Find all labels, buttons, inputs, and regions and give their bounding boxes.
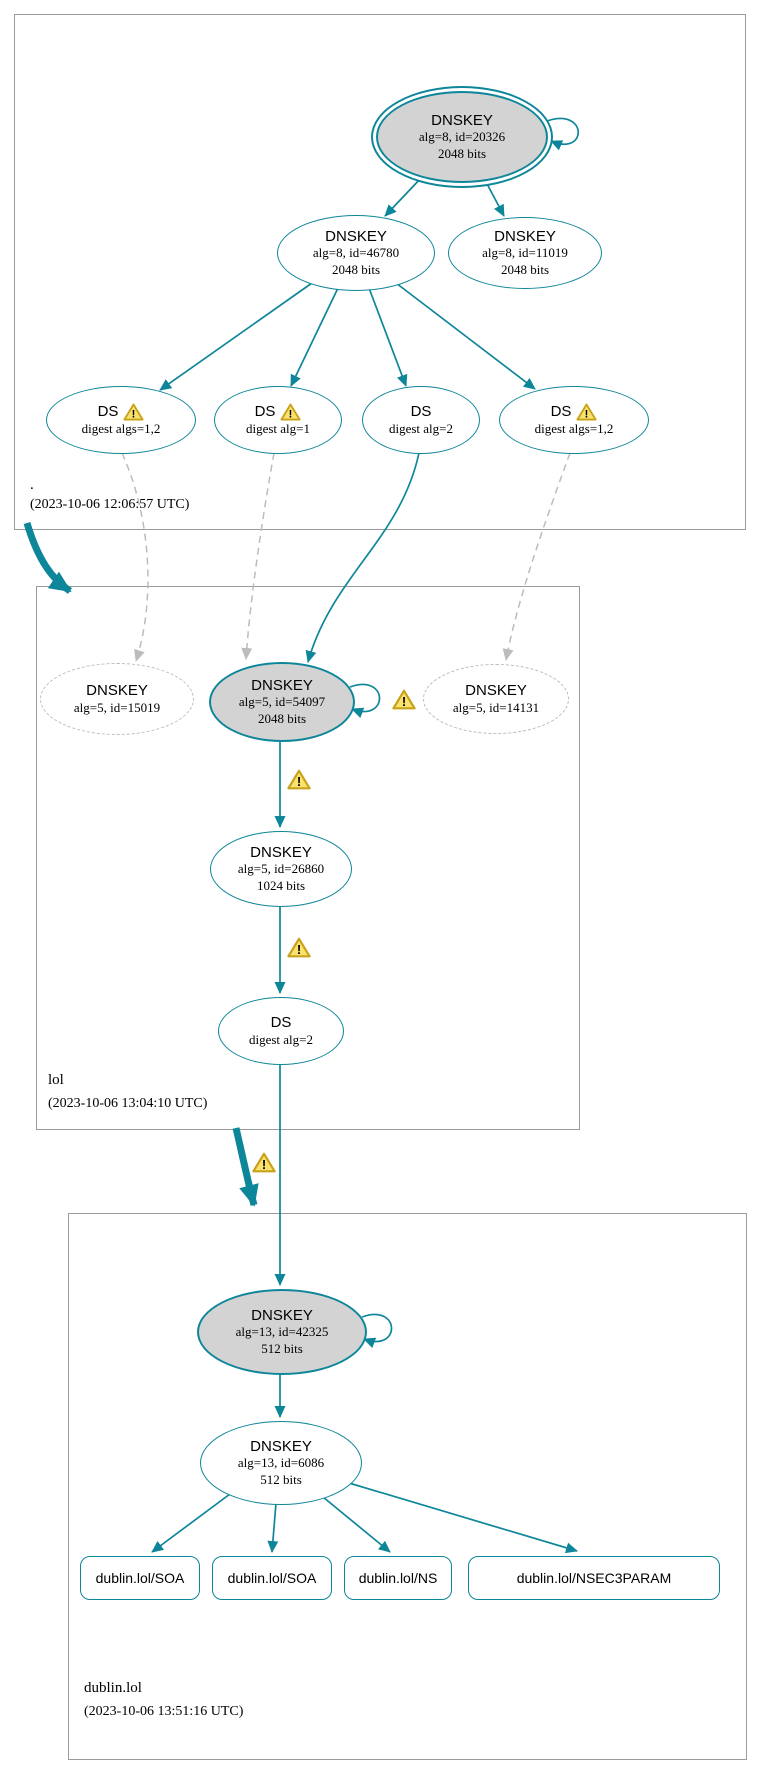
- node-type-label: DNSKEY: [250, 844, 312, 862]
- warning-icon: !: [123, 403, 144, 421]
- rrset-label: dublin.lol/SOA: [227, 1570, 317, 1586]
- zone-name-root: .: [30, 477, 34, 493]
- warning-icon: !: [576, 403, 597, 421]
- node-dnskey-11019[interactable]: DNSKEY alg=8, id=11019 2048 bits: [448, 217, 602, 289]
- node-size: 2048 bits: [257, 710, 307, 726]
- node-ds-root-2[interactable]: DS ! digest alg=1: [214, 386, 342, 454]
- node-params: alg=8, id=11019: [482, 245, 568, 261]
- node-dnskey-missing-14131[interactable]: DNSKEY alg=5, id=14131: [423, 664, 569, 734]
- node-params: alg=13, id=6086: [237, 1455, 325, 1471]
- edge-delegation-root-to-lol: [23, 522, 72, 594]
- ds-label: DS: [410, 403, 432, 421]
- node-rrset-dublin-lol-soa-2[interactable]: dublin.lol/SOA: [212, 1556, 332, 1600]
- node-dnskey-20326[interactable]: DNSKEY alg=8, id=20326 2048 bits: [376, 91, 548, 183]
- node-type-label: DNSKEY: [251, 677, 313, 695]
- ds-label: DS: [550, 403, 572, 421]
- node-type-label: DS: [270, 1014, 292, 1032]
- node-dnskey-missing-15019[interactable]: DNSKEY alg=5, id=15019: [40, 663, 194, 735]
- zone-name-dublin-lol: dublin.lol: [84, 1680, 142, 1696]
- node-type-label: DS !: [255, 403, 302, 421]
- node-digest: digest alg=2: [248, 1031, 314, 1047]
- node-dnskey-6086[interactable]: DNSKEY alg=13, id=6086 512 bits: [200, 1421, 362, 1505]
- node-type-label: DNSKEY: [465, 682, 527, 700]
- node-dnskey-54097[interactable]: DNSKEY alg=5, id=54097 2048 bits: [209, 662, 355, 742]
- node-rrset-dublin-lol-ns[interactable]: dublin.lol/NS: [344, 1556, 452, 1600]
- zone-timestamp-lol: (2023-10-06 13:04:10 UTC): [48, 1096, 208, 1111]
- node-digest: digest algs=1,2: [534, 420, 614, 436]
- zone-box-dublin-lol: [68, 1213, 747, 1760]
- warning-exclamation: !: [585, 408, 589, 420]
- warning-exclamation: !: [289, 408, 293, 420]
- node-ds-root-4[interactable]: DS ! digest algs=1,2: [499, 386, 649, 454]
- ds-label: DS: [97, 403, 119, 421]
- warning-exclamation: !: [297, 774, 301, 789]
- node-params: alg=5, id=54097: [238, 694, 326, 710]
- warning-icon: !: [287, 769, 311, 790]
- warning-exclamation: !: [297, 942, 301, 957]
- node-size: 2048 bits: [500, 261, 550, 277]
- node-type-label: DNSKEY: [250, 1438, 312, 1456]
- node-params: alg=8, id=46780: [312, 245, 400, 261]
- zone-name-lol: lol: [48, 1072, 64, 1088]
- node-size: 1024 bits: [256, 877, 306, 893]
- node-type-label: DS !: [98, 403, 145, 421]
- node-type-label: DNSKEY: [251, 1307, 313, 1325]
- rrset-label: dublin.lol/NS: [358, 1570, 438, 1586]
- zone-timestamp-root: (2023-10-06 12:06:57 UTC): [30, 497, 190, 512]
- node-type-label: DNSKEY: [86, 682, 148, 700]
- node-params: alg=13, id=42325: [235, 1324, 329, 1340]
- node-size: 2048 bits: [437, 145, 487, 161]
- node-size: 2048 bits: [331, 261, 381, 277]
- warning-icon: !: [287, 937, 311, 958]
- node-rrset-dublin-lol-soa-1[interactable]: dublin.lol/SOA: [80, 1556, 200, 1600]
- warning-exclamation: !: [132, 408, 136, 420]
- node-ds-root-1[interactable]: DS ! digest algs=1,2: [46, 386, 196, 454]
- node-type-label: DS: [411, 403, 432, 420]
- node-params: alg=5, id=15019: [73, 699, 161, 715]
- warning-icon: !: [392, 689, 416, 710]
- node-digest: digest alg=2: [388, 420, 454, 436]
- warning-icon: !: [252, 1152, 276, 1173]
- node-params: alg=5, id=26860: [237, 861, 325, 877]
- warning-icon: !: [280, 403, 301, 421]
- ds-label: DS: [254, 403, 276, 421]
- warning-exclamation: !: [262, 1157, 266, 1172]
- node-type-label: DNSKEY: [431, 112, 493, 130]
- node-dnskey-42325[interactable]: DNSKEY alg=13, id=42325 512 bits: [197, 1289, 367, 1375]
- node-rrset-dublin-lol-nsec3param[interactable]: dublin.lol/NSEC3PARAM: [468, 1556, 720, 1600]
- rrset-label: dublin.lol/SOA: [95, 1570, 185, 1586]
- node-size: 512 bits: [261, 1340, 303, 1356]
- node-type-label: DNSKEY: [494, 228, 556, 246]
- rrset-label: dublin.lol/NSEC3PARAM: [516, 1570, 672, 1586]
- node-digest: digest algs=1,2: [81, 420, 161, 436]
- node-ds-lol[interactable]: DS digest alg=2: [218, 997, 344, 1065]
- node-type-label: DS !: [551, 403, 598, 421]
- node-size: 512 bits: [260, 1471, 302, 1487]
- node-params: alg=5, id=14131: [452, 699, 540, 715]
- zone-timestamp-dublin-lol: (2023-10-06 13:51:16 UTC): [84, 1704, 244, 1719]
- node-dnskey-26860[interactable]: DNSKEY alg=5, id=26860 1024 bits: [210, 831, 352, 907]
- node-digest: digest alg=1: [245, 420, 311, 436]
- node-type-label: DNSKEY: [325, 228, 387, 246]
- node-dnskey-46780[interactable]: DNSKEY alg=8, id=46780 2048 bits: [277, 215, 435, 291]
- node-ds-root-3[interactable]: DS digest alg=2: [362, 386, 480, 454]
- node-params: alg=8, id=20326: [418, 129, 506, 145]
- warning-exclamation: !: [402, 694, 406, 709]
